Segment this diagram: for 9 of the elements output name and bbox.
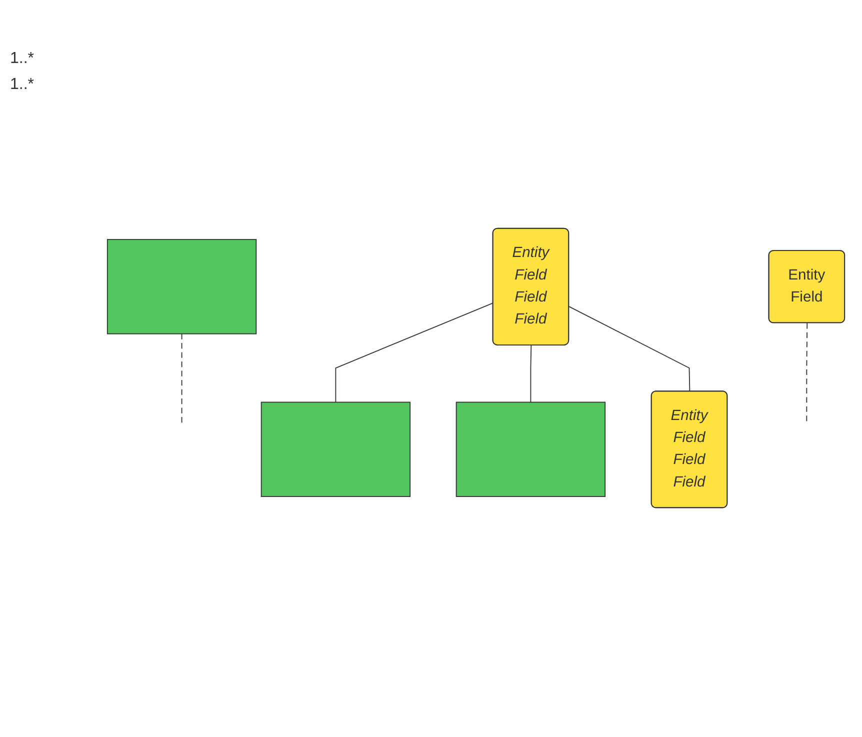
node-box (456, 402, 606, 498)
multiplicity-label: 1..* (10, 50, 36, 68)
node-box (260, 402, 411, 498)
connector (568, 306, 690, 393)
connector (530, 345, 532, 404)
node-box (106, 240, 257, 335)
connector (335, 302, 494, 404)
connector (181, 334, 182, 426)
multiplicity-label: 1..* (10, 76, 36, 94)
